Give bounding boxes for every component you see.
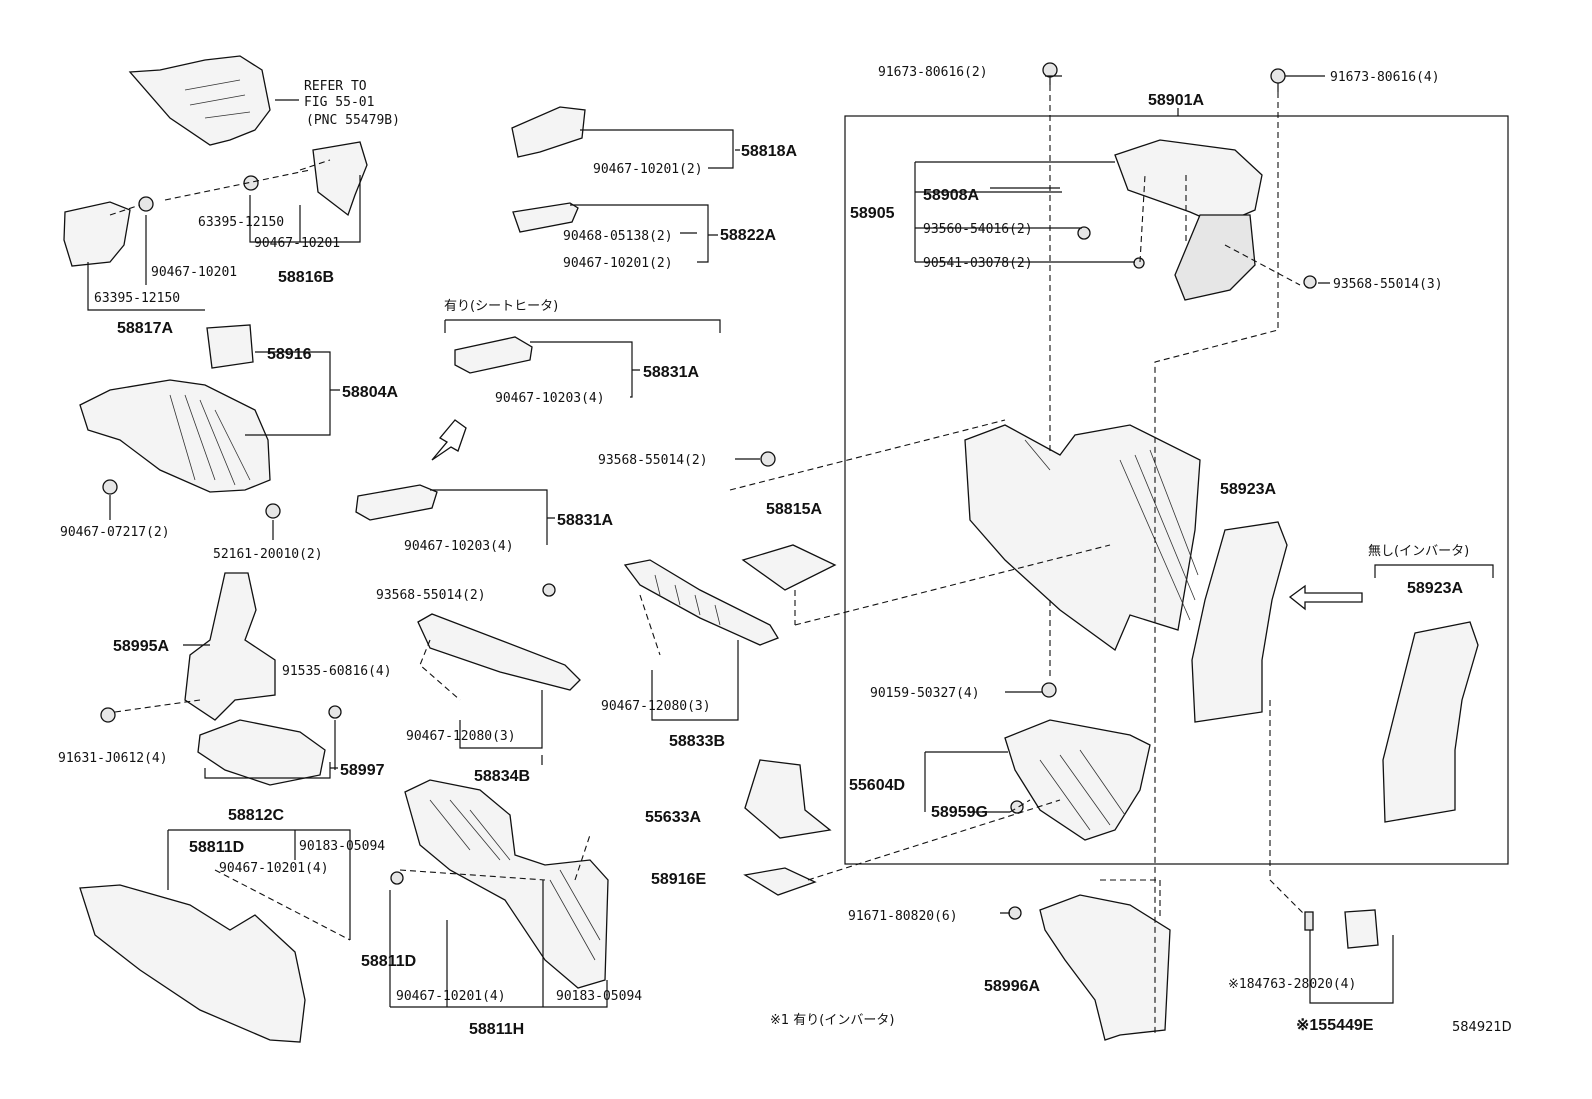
part-label-58804a: 58804A [342, 384, 398, 401]
no-inverter-label: 無し(インバータ) [1368, 544, 1469, 559]
fastener-label-11: 90467-07217(2) [60, 525, 170, 540]
fastener-label-17: 90467-12080(3) [601, 699, 711, 714]
fastener-label-1: 90467-10201(2) [593, 162, 703, 177]
part-shape-58815a [741, 544, 837, 591]
part-shape-58817a [63, 201, 131, 267]
fastener-label-6: 90467-10201 [151, 265, 237, 280]
fastener-label-27: 90159-50327(4) [870, 686, 980, 701]
part-shape-58804a [79, 379, 271, 493]
part-shape-58916e [743, 867, 817, 896]
part-label-58831a-2: 58831A [557, 512, 613, 529]
part-label-58816b: 58816B [278, 269, 334, 286]
part-label-58811d-2: 58811D [361, 953, 416, 970]
part-label-55449e: ※155449E [1296, 1017, 1374, 1034]
part-shape-console-box [964, 424, 1201, 652]
fastener-label-16: 90467-12080(3) [406, 729, 516, 744]
fastener-label-8: 90467-10203(4) [495, 391, 605, 406]
part-shape-55479b [128, 55, 271, 146]
part-label-58916: 58916 [267, 346, 312, 363]
part-shape-58831a-lower [355, 484, 438, 521]
fastener-label-20: 90467-10201(4) [396, 989, 506, 1004]
part-label-58812c: 58812C [228, 807, 284, 824]
part-shape-58818a [511, 106, 586, 158]
part-shape-58811h [404, 779, 609, 989]
fastener-label-14: 91535-60816(4) [282, 664, 392, 679]
fastener-label-22: 91673-80616(2) [878, 65, 988, 80]
labels: REFER TO FIG 55-01 (PNC 55479B) 58818A 5… [58, 65, 1512, 1038]
part-shape-58833b [623, 559, 779, 646]
inverter-note: ※1 有り(インバータ) [770, 1013, 894, 1028]
refer-note-line3: (PNC 55479B) [306, 113, 400, 128]
part-label-58811d-1: 58811D [189, 839, 244, 856]
part-shape-55449e [1344, 909, 1379, 949]
part-label-58916e: 58916E [651, 871, 706, 888]
clip-shape-63395 [138, 196, 154, 212]
part-shape-58995a [184, 572, 276, 721]
dashed-guides [109, 85, 1306, 1035]
part-label-55604d: 55604D [849, 777, 905, 794]
part-label-58908a: 58908A [923, 187, 979, 204]
part-label-55633a: 55633A [645, 809, 701, 826]
screw-icons [100, 62, 1317, 920]
fastener-label-15: 91631-J0612(4) [58, 751, 168, 766]
part-label-58997: 58997 [340, 762, 385, 779]
part-shape-58834b [417, 613, 581, 691]
refer-note-line2: FIG 55-01 [304, 95, 374, 110]
part-label-58815a: 58815A [766, 501, 822, 518]
part-shape-58822a [512, 202, 579, 233]
fastener-label-4: 63395-12150 [198, 215, 284, 230]
fastener-label-23: 91673-80616(4) [1330, 70, 1440, 85]
part-label-58818a: 58818A [741, 143, 797, 160]
part-label-58811h: 58811H [469, 1021, 524, 1038]
fastener-label-2: 90468-05138(2) [563, 229, 673, 244]
part-label-58834b: 58834B [474, 768, 530, 785]
fastener-label-12: 52161-20010(2) [213, 547, 323, 562]
part-illustrations [63, 55, 1479, 1043]
part-label-58833b: 58833B [669, 733, 725, 750]
fastener-label-18: 90467-10201(4) [219, 861, 329, 876]
part-label-58831a-1: 58831A [643, 364, 699, 381]
fastener-label-28: 91671-80820(6) [848, 909, 958, 924]
fastener-label-25: 90541-03078(2) [923, 256, 1033, 271]
part-shape-58905 [1114, 139, 1263, 226]
part-shape-58923a-alt [1382, 621, 1479, 823]
part-shape-55633a [744, 759, 832, 839]
refer-note-line1: REFER TO [304, 79, 367, 94]
part-shape-58923a-installed [1191, 521, 1288, 723]
part-label-58901a: 58901A [1148, 92, 1204, 109]
part-shape-58816b [312, 141, 368, 217]
fastener-label-3: 90467-10201(2) [563, 256, 673, 271]
part-shape-58916 [206, 324, 254, 369]
fastener-label-7: 63395-12150 [94, 291, 180, 306]
fastener-label-21: 90183-05094 [556, 989, 642, 1004]
install-arrow-icon [431, 419, 467, 461]
part-label-58959g: 58959G [931, 804, 988, 821]
part-shape-58997 [197, 719, 326, 786]
part-label-58996a: 58996A [984, 978, 1040, 995]
diagram-id: 584921D [1452, 1020, 1512, 1035]
fastener-label-24: 93560-54016(2) [923, 222, 1033, 237]
part-label-58923a-2: 58923A [1407, 580, 1463, 597]
leader-lines [87, 75, 1509, 1008]
part-label-58822a: 58822A [720, 227, 776, 244]
fastener-label-10: 90467-10203(4) [404, 539, 514, 554]
part-label-58923a-1: 58923A [1220, 481, 1276, 498]
seat-heater-label: 有り(シートヒータ) [444, 299, 558, 314]
fastener-label-19: 90183-05094 [299, 839, 385, 854]
fastener-label-13: 93568-55014(2) [376, 588, 486, 603]
part-shape-58812c [79, 884, 306, 1043]
fastener-label-9: 93568-55014(2) [598, 453, 708, 468]
fastener-label-5: 90467-10201 [254, 236, 340, 251]
part-label-58995a: 58995A [113, 638, 169, 655]
part-label-58817a: 58817A [117, 320, 173, 337]
part-shape-58831a-upper [454, 336, 533, 374]
part-label-58905: 58905 [850, 205, 895, 222]
replace-arrow-icon [1288, 584, 1363, 611]
fastener-label-29: ※184763-28020(4) [1228, 977, 1356, 992]
fastener-label-26: 93568-55014(3) [1333, 277, 1443, 292]
part-shape-58996a [1039, 894, 1171, 1041]
